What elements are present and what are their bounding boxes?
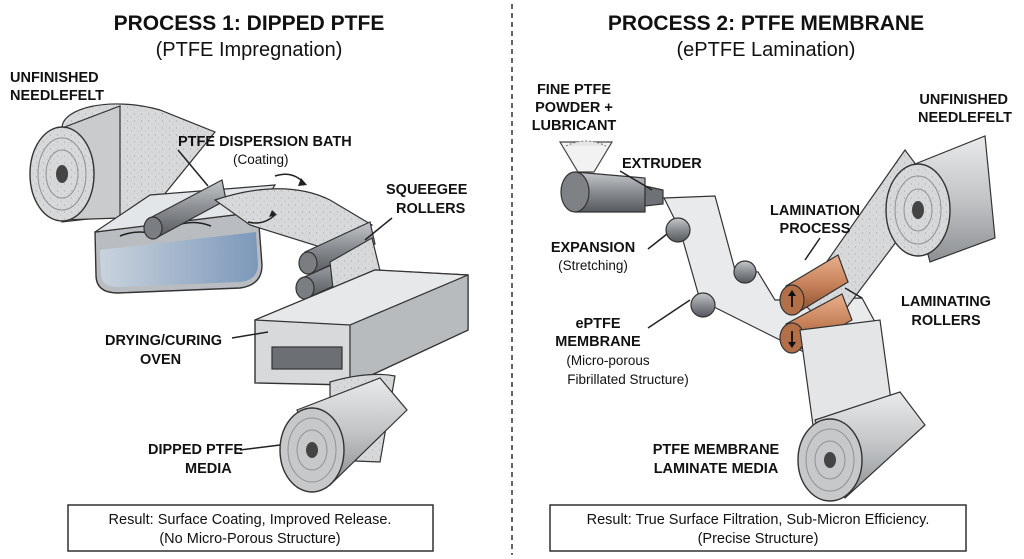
label-extruder: EXTRUDER [622,156,702,172]
powder-hopper [558,141,614,173]
felt-roll-left [29,105,121,222]
label-powder-3: LUBRICANT [532,118,617,134]
process1-result-line2: (No Micro-Porous Structure) [159,531,340,547]
label-expansion-sub: (Stretching) [558,258,628,273]
label-laminating-1: LAMINATING [901,294,991,310]
process2-result-line2: (Precise Structure) [698,531,819,547]
label-expansion: EXPANSION [551,240,635,256]
leader-lines [177,149,863,451]
label-lamination-1: LAMINATION [770,203,860,219]
process1-subtitle: (PTFE Impregnation) [156,39,343,61]
label-dipped-media-1: DIPPED PTFE [148,442,243,458]
label-membrane-2: MEMBRANE [555,334,641,350]
dipped-media-roll [279,377,408,493]
label-laminating-2: ROLLERS [911,313,981,329]
extruder [560,171,664,213]
process1-result-line1: Result: Surface Coating, Improved Releas… [109,512,392,528]
flow-arrow-2 [247,213,277,224]
label-oven-2: OVEN [140,352,181,368]
process2-result-box: Result: True Surface Filtration, Sub-Mic… [549,504,967,552]
process1-result-box: Result: Surface Coating, Improved Releas… [67,504,434,552]
process2-artwork [558,135,996,502]
laminating-rollers [779,254,853,354]
drying-oven [254,269,469,386]
dip-roller [143,179,227,240]
label-lamination-2: PROCESS [780,221,851,237]
expansion-rollers [665,217,757,318]
process2-title: PROCESS 2: PTFE MEMBRANE [608,12,924,35]
label-unfinished-needlefelt-1a: UNFINISHED [10,70,99,86]
label-powder-1: FINE PTFE [537,82,611,98]
label-unfinished-needlefelt-2a: UNFINISHED [919,92,1008,108]
label-unfinished-needlefelt-1b: NEEDLEFELT [10,88,104,104]
felt-roll-right [885,135,996,263]
label-squeegee-2: ROLLERS [396,201,466,217]
process1-artwork [29,103,469,493]
label-membrane-3: (Micro-porous [566,353,650,368]
laminate-media-roll [797,391,926,502]
label-membrane-1: ePTFE [575,316,620,332]
label-dipped-media-2: MEDIA [185,461,232,477]
process2-subtitle: (ePTFE Lamination) [677,39,856,61]
label-laminate-media-2: LAMINATE MEDIA [654,461,779,477]
process1-title: PROCESS 1: DIPPED PTFE [114,12,385,35]
label-dispersion-bath-sub: (Coating) [233,152,289,167]
label-oven-1: DRYING/CURING [105,333,222,349]
label-membrane-4: Fibrillated Structure) [567,372,689,387]
label-unfinished-needlefelt-2b: NEEDLEFELT [918,110,1012,126]
label-laminate-media-1: PTFE MEMBRANE [653,442,780,458]
label-dispersion-bath: PTFE DISPERSION BATH [178,134,352,150]
label-powder-2: POWDER + [535,100,613,116]
dispersion-bath [94,184,277,294]
label-squeegee-1: SQUEEGEE [386,182,468,198]
process2-result-line1: Result: True Surface Filtration, Sub-Mic… [587,512,930,528]
